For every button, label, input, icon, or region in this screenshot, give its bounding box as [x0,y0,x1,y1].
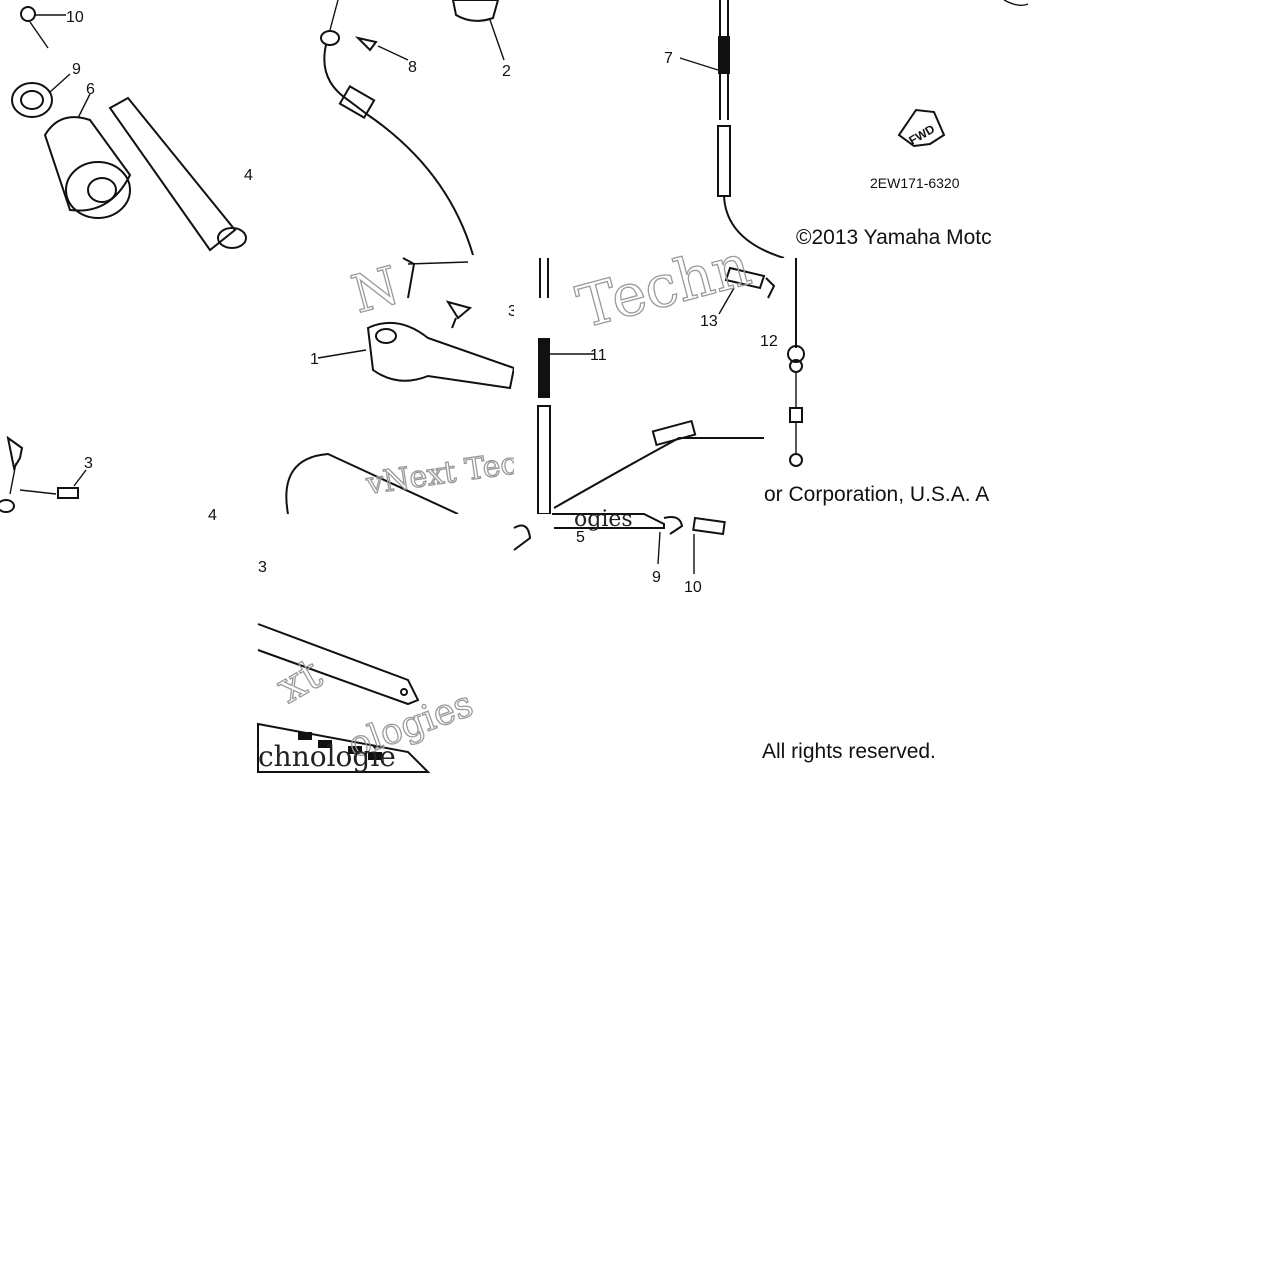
callout-3: 3 [508,303,517,320]
callout-10: 10 [66,9,84,26]
tile-grip: 10 9 6 4 [0,0,258,258]
tile-fasteners: 3 4 [0,258,258,524]
callout-2: 2 [502,63,511,80]
tile-cable-7: 7 FWD 2EW171-6320 [514,0,1029,259]
switch-illustration: 8 2 [320,0,511,256]
tile-switch: 8 2 [258,0,514,258]
callout-1: 1 [310,351,319,368]
tile-handlebar: 3 xt ologies chnologie [257,514,514,773]
copyright-line-1: ©2013 Yamaha Motc [796,226,992,249]
callout-6: 6 [86,81,95,98]
tile-fasteners-2: ogies 5 9 10 [513,507,770,606]
callout-12: 12 [760,333,778,350]
fwd-arrow-icon [897,108,946,148]
fwd-label: FWD [907,122,938,148]
callout-5: 5 [576,529,585,546]
tile-switch-1: 3 1 N vNext Tec [258,255,520,515]
copyright-line-3: All rights reserved. [762,740,936,763]
cable-7-illustration: 7 FWD 2EW171-6320 [664,0,1029,259]
callout-8: 8 [408,59,417,76]
watermark-ogies-2: ogies [574,507,633,532]
watermark-techn-center: N [346,256,405,326]
fasteners-2-illustration: ogies 5 9 10 [513,507,726,596]
cables-illustration: 11 13 12 Techn [537,230,805,515]
copyright-line-2: or Corporation, U.S.A. A [764,483,990,506]
callout-3-left: 3 [84,455,93,472]
handlebar-illustration: 3 xt ologies chnologie [257,559,479,773]
callout-10-bottom: 10 [684,579,702,596]
tile-cables: 11 13 12 Techn [514,230,1028,515]
grip-illustration: 10 9 6 4 [11,6,253,252]
watermark-vnext: vNext Tec [363,446,519,502]
callout-4: 4 [244,167,253,184]
callout-4-left: 4 [208,507,217,524]
callout-13: 13 [700,313,718,330]
watermark-chnologie: chnologie [258,740,396,773]
fasteners-illustration: 3 4 [0,435,217,524]
callout-7: 7 [664,50,673,67]
callout-3-bottom: 3 [258,559,267,576]
switch-1-illustration: 3 1 N vNext Tec [285,255,520,515]
part-code: 2EW171-6320 [870,175,960,191]
callout-9-bottom: 9 [652,569,661,586]
callout-11: 11 [590,347,607,364]
callout-9: 9 [72,61,81,78]
